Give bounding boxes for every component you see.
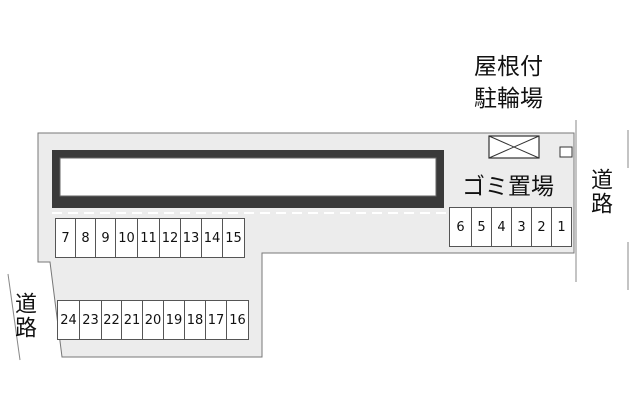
parking-space-1: 1 (551, 207, 572, 247)
road-label-left: 道路 (11, 292, 36, 340)
parking-space-22: 22 (101, 300, 122, 340)
parking-space-14: 14 (201, 218, 223, 258)
garbage-area-label: ゴミ置場 (462, 174, 554, 200)
parking-space-21: 21 (121, 300, 143, 340)
parking-space-12: 12 (159, 218, 181, 258)
parking-space-17: 17 (205, 300, 227, 340)
parking-space-8: 8 (75, 218, 96, 258)
parking-space-20: 20 (142, 300, 164, 340)
bike-shed-symbol (488, 135, 540, 159)
bike-shed-label-line2: 駐輪場 (474, 86, 543, 112)
bike-shed-label-line1: 屋根付 (474, 54, 543, 80)
parking-space-2: 2 (531, 207, 552, 247)
parking-space-4: 4 (491, 207, 512, 247)
parking-space-13: 13 (180, 218, 202, 258)
parking-space-5: 5 (471, 207, 492, 247)
road-edge-left (7, 273, 21, 361)
parking-space-10: 10 (115, 218, 138, 258)
parking-space-19: 19 (163, 300, 185, 340)
parking-space-6: 6 (449, 207, 472, 247)
parking-space-18: 18 (184, 300, 206, 340)
parking-space-16: 16 (226, 300, 249, 340)
parking-space-3: 3 (511, 207, 532, 247)
parking-space-24: 24 (57, 300, 80, 340)
parking-space-9: 9 (95, 218, 116, 258)
parking-space-11: 11 (137, 218, 160, 258)
garbage-area-symbol (559, 146, 573, 158)
building-interior (59, 157, 437, 197)
parking-space-23: 23 (79, 300, 102, 340)
parking-space-15: 15 (222, 218, 245, 258)
parking-space-7: 7 (55, 218, 76, 258)
road-label-right: 道路 (587, 168, 612, 216)
